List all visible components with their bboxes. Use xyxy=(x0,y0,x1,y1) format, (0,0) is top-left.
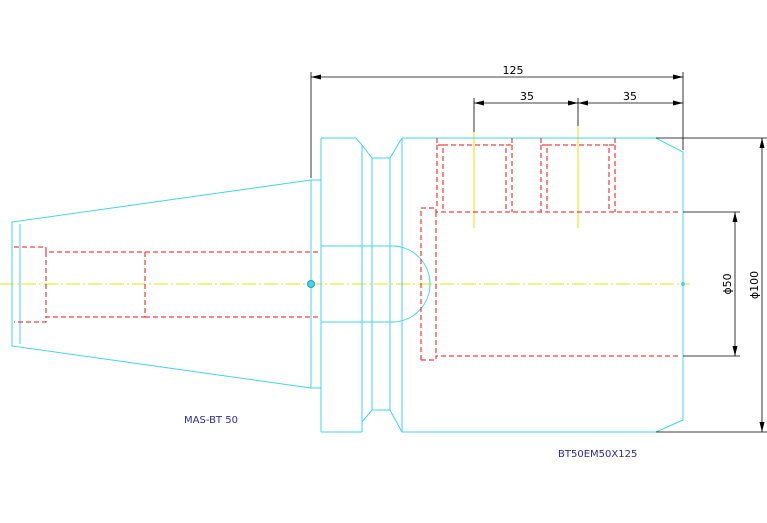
taper-shank-outline xyxy=(11,179,312,389)
dim-bore-diameter-text: ϕ50 xyxy=(721,273,734,294)
center-lines xyxy=(0,126,690,285)
dim-body-diameter-text: ϕ100 xyxy=(748,271,761,299)
shank-bore-hidden xyxy=(14,246,146,323)
dimension-body-diameter: ϕ100 xyxy=(656,137,767,433)
flange-outline-top xyxy=(321,137,363,432)
dim-slot-pitch-1-text: 35 xyxy=(520,90,534,103)
tool-bore-hidden xyxy=(420,207,679,360)
body-outline xyxy=(402,137,684,433)
dim-overall-length-text: 125 xyxy=(503,64,524,77)
tool-bore-bottom xyxy=(421,355,679,361)
bore-round-end xyxy=(391,245,431,323)
part-number-label: BT50EM50X125 xyxy=(558,449,637,460)
dimension-overall-length: 125 xyxy=(310,64,684,178)
dimension-bore-diameter: ϕ50 xyxy=(683,211,740,357)
axis-end-marker xyxy=(681,282,685,286)
axis-origin-marker xyxy=(307,280,315,288)
visible-outline xyxy=(11,137,684,433)
hidden-lines xyxy=(14,138,679,361)
set-screw-hole-2 xyxy=(540,138,616,212)
dimension-slot-pitch: 35 35 xyxy=(473,90,683,132)
dim-slot-pitch-2-text: 35 xyxy=(623,90,637,103)
set-screw-hole-1 xyxy=(436,138,513,212)
v-groove-bottom xyxy=(361,409,403,433)
v-groove-top xyxy=(361,137,403,159)
shank-label: MAS-BT 50 xyxy=(184,415,238,426)
